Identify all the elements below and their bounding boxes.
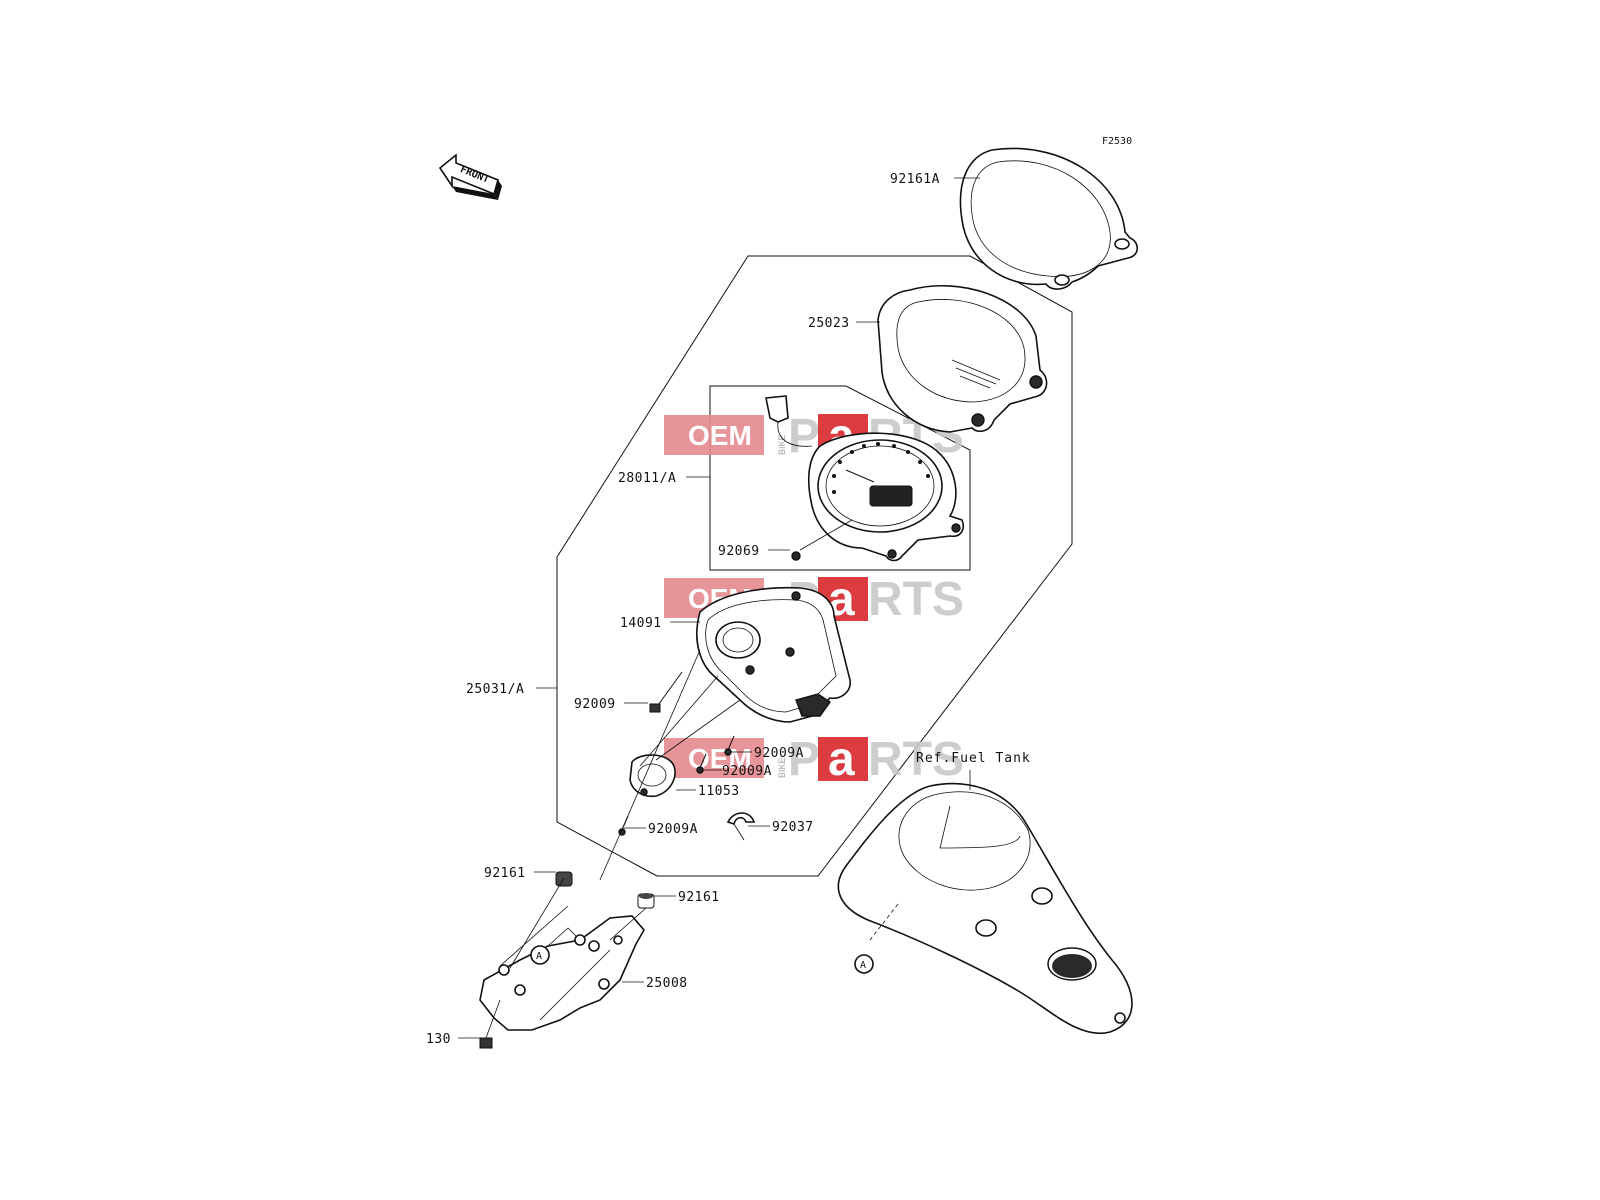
watermark-rts: RTS (868, 733, 964, 786)
label-130-text: 130 (426, 1032, 451, 1047)
watermark-oem-bg (664, 738, 764, 778)
label-92161-1-text: 92161 (484, 866, 526, 881)
watermark-bike: BIKE (777, 434, 787, 455)
label-92009A-2-text: 92009A (722, 764, 772, 779)
label-92009: 92009 (574, 697, 648, 712)
label-25031A: 25031/A (466, 682, 557, 697)
label-25008-text: 25008 (646, 976, 688, 991)
screw-92009A-part-1 (724, 735, 735, 756)
label-92069-text: 92069 (718, 544, 760, 559)
watermark-p: P (788, 733, 820, 786)
watermark-oem: OEM (688, 420, 752, 451)
label-92161A-text: 92161A (890, 172, 940, 187)
label-14091: 14091 (620, 616, 700, 631)
label-11053: 11053 (676, 784, 740, 799)
watermark-rts: RTS (868, 573, 964, 626)
label-92009A-3-text: 92009A (648, 822, 698, 837)
label-92037-text: 92037 (772, 820, 814, 835)
speedometer-part (765, 395, 965, 562)
label-28011A: 28011/A (618, 471, 710, 486)
fuel-tank-part (837, 770, 1133, 1035)
callout-a-left-label: A (536, 951, 542, 962)
screw-92009A-part-2 (696, 753, 707, 774)
bracket-25008-part (479, 877, 647, 1031)
figure-code: F2530 (1102, 136, 1132, 147)
label-28011A-text: 28011/A (618, 471, 676, 486)
grommet-92161-part-1 (555, 871, 573, 887)
label-92009A-1: 92009A (730, 746, 804, 761)
clip-92037-part (726, 812, 756, 841)
label-25023-text: 25023 (808, 316, 850, 331)
label-92009-text: 92009 (574, 697, 616, 712)
label-14091-text: 14091 (620, 616, 662, 631)
watermark-a: a (828, 733, 855, 786)
front-arrow-icon: FRONT (438, 153, 502, 200)
label-92161-1: 92161 (484, 866, 556, 881)
label-92161-2-text: 92161 (678, 890, 720, 905)
bolt-130-part (479, 999, 501, 1049)
label-25008: 25008 (622, 976, 688, 991)
callout-a-right-label: A (860, 960, 866, 971)
watermark-bike: BIKE (777, 757, 787, 778)
screw-92009-part (649, 671, 683, 713)
gasket-ring-part (959, 147, 1139, 290)
label-92037: 92037 (748, 820, 814, 835)
label-11053-text: 11053 (698, 784, 740, 799)
watermark-3: OEM BIKE P a RTS (664, 733, 964, 786)
watermark-a-bg (818, 737, 868, 781)
grommet-92161-part-2 (637, 893, 655, 909)
meter-cover-part (877, 285, 1048, 433)
speedometer-box (709, 385, 971, 571)
label-92009A-3: 92009A (624, 822, 698, 837)
label-92009A-1-text: 92009A (754, 746, 804, 761)
label-92161A: 92161A (890, 172, 980, 187)
label-25023: 25023 (808, 316, 880, 331)
label-92069: 92069 (718, 544, 790, 559)
label-25031A-text: 25031/A (466, 682, 524, 697)
label-92161-2: 92161 (654, 890, 720, 905)
meter-case-part (696, 586, 851, 723)
callout-a-left: A (530, 945, 550, 965)
ref-fuel-tank-label: Ref.Fuel Tank (916, 751, 1031, 766)
label-92009A-2: 92009A (702, 764, 772, 779)
callout-a-right: A (854, 954, 874, 974)
cap-11053-part (629, 754, 676, 798)
label-130: 130 (426, 1032, 480, 1047)
watermark-oem-bg (664, 415, 764, 455)
